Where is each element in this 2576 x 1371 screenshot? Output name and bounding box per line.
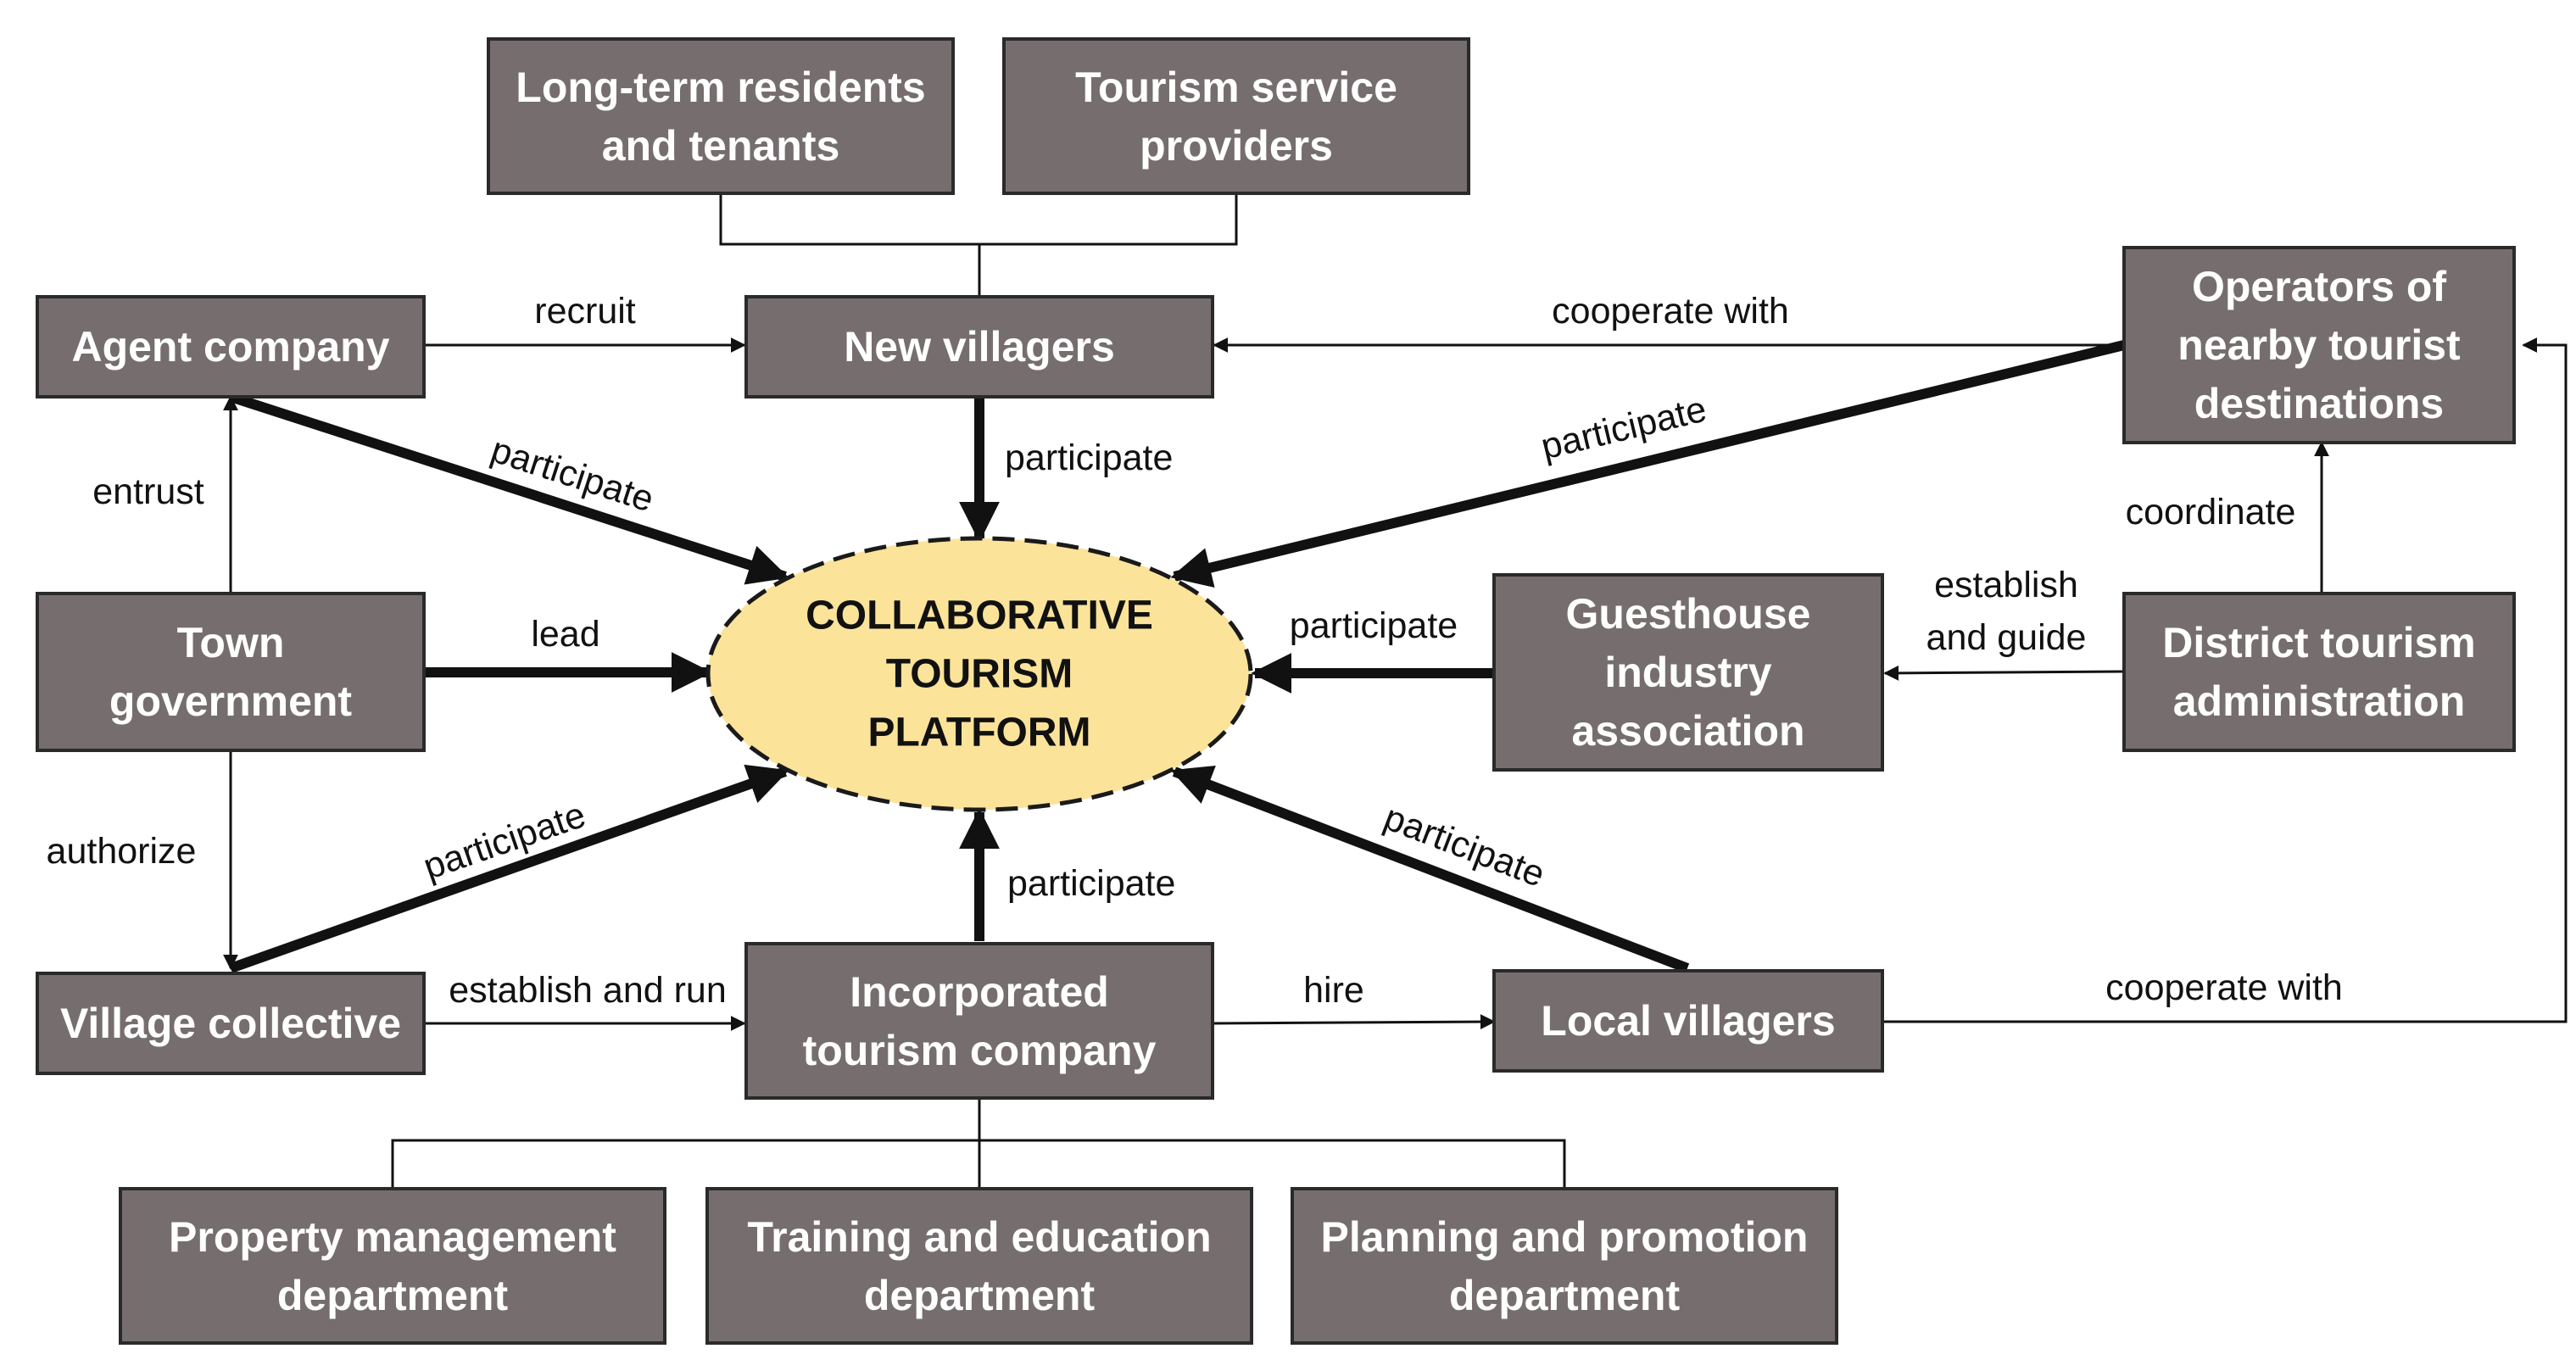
platform-ellipse — [705, 536, 1253, 812]
node-label: association — [1571, 707, 1804, 755]
node-label: Incorporated — [850, 968, 1109, 1016]
label-participate-new: participate — [1005, 437, 1173, 478]
connector-bottom-tree — [391, 1139, 1566, 1189]
thick-arrows — [228, 340, 2126, 973]
label-cooperate-with-top: cooperate with — [1552, 291, 1789, 332]
node-district-tourism-admin: District tourism administration — [2122, 592, 2516, 752]
node-new-villagers: New villagers — [744, 295, 1214, 398]
platform-label-line-1: COLLABORATIVE — [806, 594, 1153, 638]
node-label: providers — [1140, 122, 1333, 170]
node-label: Local villagers — [1541, 997, 1835, 1045]
arrow-participate-local — [1170, 766, 1690, 973]
label-lead: lead — [531, 614, 599, 655]
label-recruit: recruit — [534, 291, 636, 332]
label-authorize: authorize — [47, 831, 197, 872]
node-agent-company: Agent company — [36, 295, 426, 398]
node-operators-nearby: Operators of nearby tourist destinations — [2122, 246, 2516, 444]
label-participate-guesthouse: participate — [1290, 605, 1458, 646]
node-label: Property management — [169, 1213, 616, 1261]
label-coordinate: coordinate — [2126, 492, 2296, 532]
node-training-dept: Training and education department — [705, 1187, 1253, 1345]
node-label: department — [277, 1272, 509, 1319]
node-label: destinations — [2194, 380, 2444, 427]
node-label: department — [1449, 1272, 1681, 1319]
connector-top-tree — [719, 193, 1238, 246]
tree-connectors — [391, 193, 1566, 1189]
label-entrust: entrust — [92, 471, 204, 512]
node-property-dept: Property management department — [119, 1187, 666, 1345]
node-label: Operators of — [2192, 263, 2446, 310]
arrow-establish-guide — [1883, 665, 2125, 681]
node-label: administration — [2173, 677, 2465, 725]
node-label: District tourism — [2162, 619, 2476, 666]
label-participate-incorporated: participate — [1007, 863, 1175, 904]
edge-labels: recruit cooperate with participate parti… — [47, 291, 2343, 1011]
platform-label-line-2: TOURISM — [886, 652, 1073, 697]
node-label: Guesthouse — [1566, 590, 1811, 638]
arrow-hire — [1212, 1014, 1496, 1030]
arrow-participate-operators — [1170, 340, 2126, 588]
node-village-collective: Village collective — [36, 972, 426, 1075]
platform-label-line-3: PLATFORM — [867, 711, 1090, 755]
node-label: and tenants — [602, 122, 840, 170]
node-label: nearby tourist — [2177, 321, 2461, 369]
node-long-term-residents: Long-term residents and tenants — [487, 37, 955, 195]
label-establish-guide-2: and guide — [1926, 617, 2087, 658]
node-label: New villagers — [844, 323, 1115, 371]
arrow-participate-village — [228, 764, 789, 973]
node-tourism-service-providers: Tourism service providers — [1002, 37, 1470, 195]
arrow-cooperate-bottom — [1884, 337, 2568, 1023]
node-local-villagers: Local villagers — [1492, 969, 1884, 1073]
node-label: Tourism service — [1075, 64, 1397, 111]
node-label: Town — [177, 619, 285, 666]
label-cooperate-with-bottom: cooperate with — [2105, 967, 2343, 1008]
node-label: industry — [1604, 649, 1771, 696]
label-hire: hire — [1303, 970, 1364, 1011]
node-label: government — [109, 677, 353, 725]
node-planning-dept: Planning and promotion department — [1291, 1187, 1838, 1345]
node-label: Village collective — [60, 1000, 401, 1047]
arrow-participate-agent — [229, 392, 789, 585]
node-label: Training and education — [747, 1213, 1211, 1261]
node-guesthouse-association: Guesthouse industry association — [1492, 573, 1884, 772]
label-establish-run: establish and run — [449, 970, 727, 1011]
node-town-government: Town government — [36, 592, 426, 752]
node-label: Agent company — [71, 323, 389, 371]
node-label: Planning and promotion — [1321, 1213, 1809, 1261]
node-label: tourism company — [803, 1027, 1157, 1074]
label-establish-guide-1: establish — [1934, 565, 2078, 605]
thin-arrows — [223, 337, 2568, 1031]
node-label: Long-term residents — [516, 64, 925, 111]
node-label: department — [864, 1272, 1096, 1319]
collaborative-tourism-platform: COLLABORATIVE TOURISM PLATFORM — [705, 536, 1253, 812]
node-incorporated-company: Incorporated tourism company — [744, 942, 1214, 1100]
